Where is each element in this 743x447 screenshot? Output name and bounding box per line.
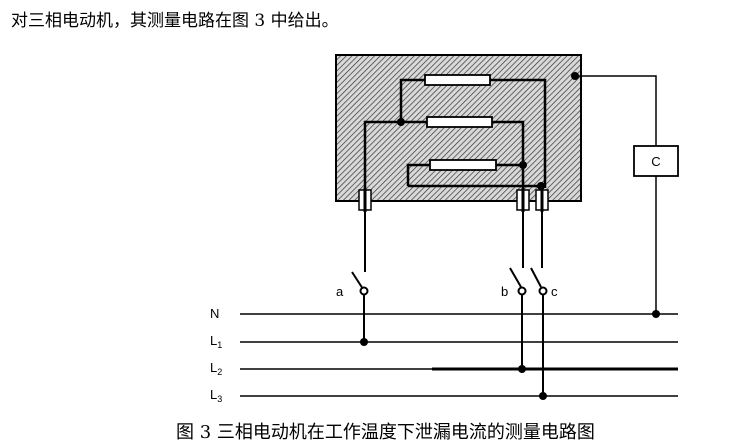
junction-dot: [519, 161, 527, 169]
line-label-L2: L2: [210, 360, 222, 377]
switches: [351, 267, 548, 296]
winding-resistor: [429, 159, 497, 171]
figure-caption: 图 3 三相电动机在工作温度下泄漏电流的测量电路图: [176, 422, 595, 443]
junction-dot: [518, 365, 526, 373]
meter-label: C: [651, 154, 660, 169]
junction-dot: [397, 118, 405, 126]
meter-branch: [575, 75, 657, 314]
switch-c-contact: [538, 286, 548, 296]
junction-dot: [539, 392, 547, 400]
switch-b-contact: [517, 286, 527, 296]
switch-label-a: a: [336, 284, 344, 299]
switch-label-b: b: [501, 284, 508, 299]
line-label-L1: L1: [210, 333, 222, 350]
junction-dot: [360, 338, 368, 346]
switch-label-c: c: [551, 284, 558, 299]
line-label-L3: L3: [210, 387, 222, 404]
stator-windings: [424, 74, 497, 171]
housing-ground-dot: [571, 72, 579, 80]
motor-leads: [364, 210, 543, 272]
intro-text: 对三相电动机，其测量电路在图 3 中给出。: [11, 11, 339, 31]
supply-lines: [240, 313, 678, 397]
winding-resistor: [426, 116, 493, 128]
meter-box: [633, 145, 679, 177]
switch-a-contact: [359, 286, 369, 296]
winding-resistor: [424, 74, 491, 86]
line-label-N: N: [210, 306, 219, 321]
